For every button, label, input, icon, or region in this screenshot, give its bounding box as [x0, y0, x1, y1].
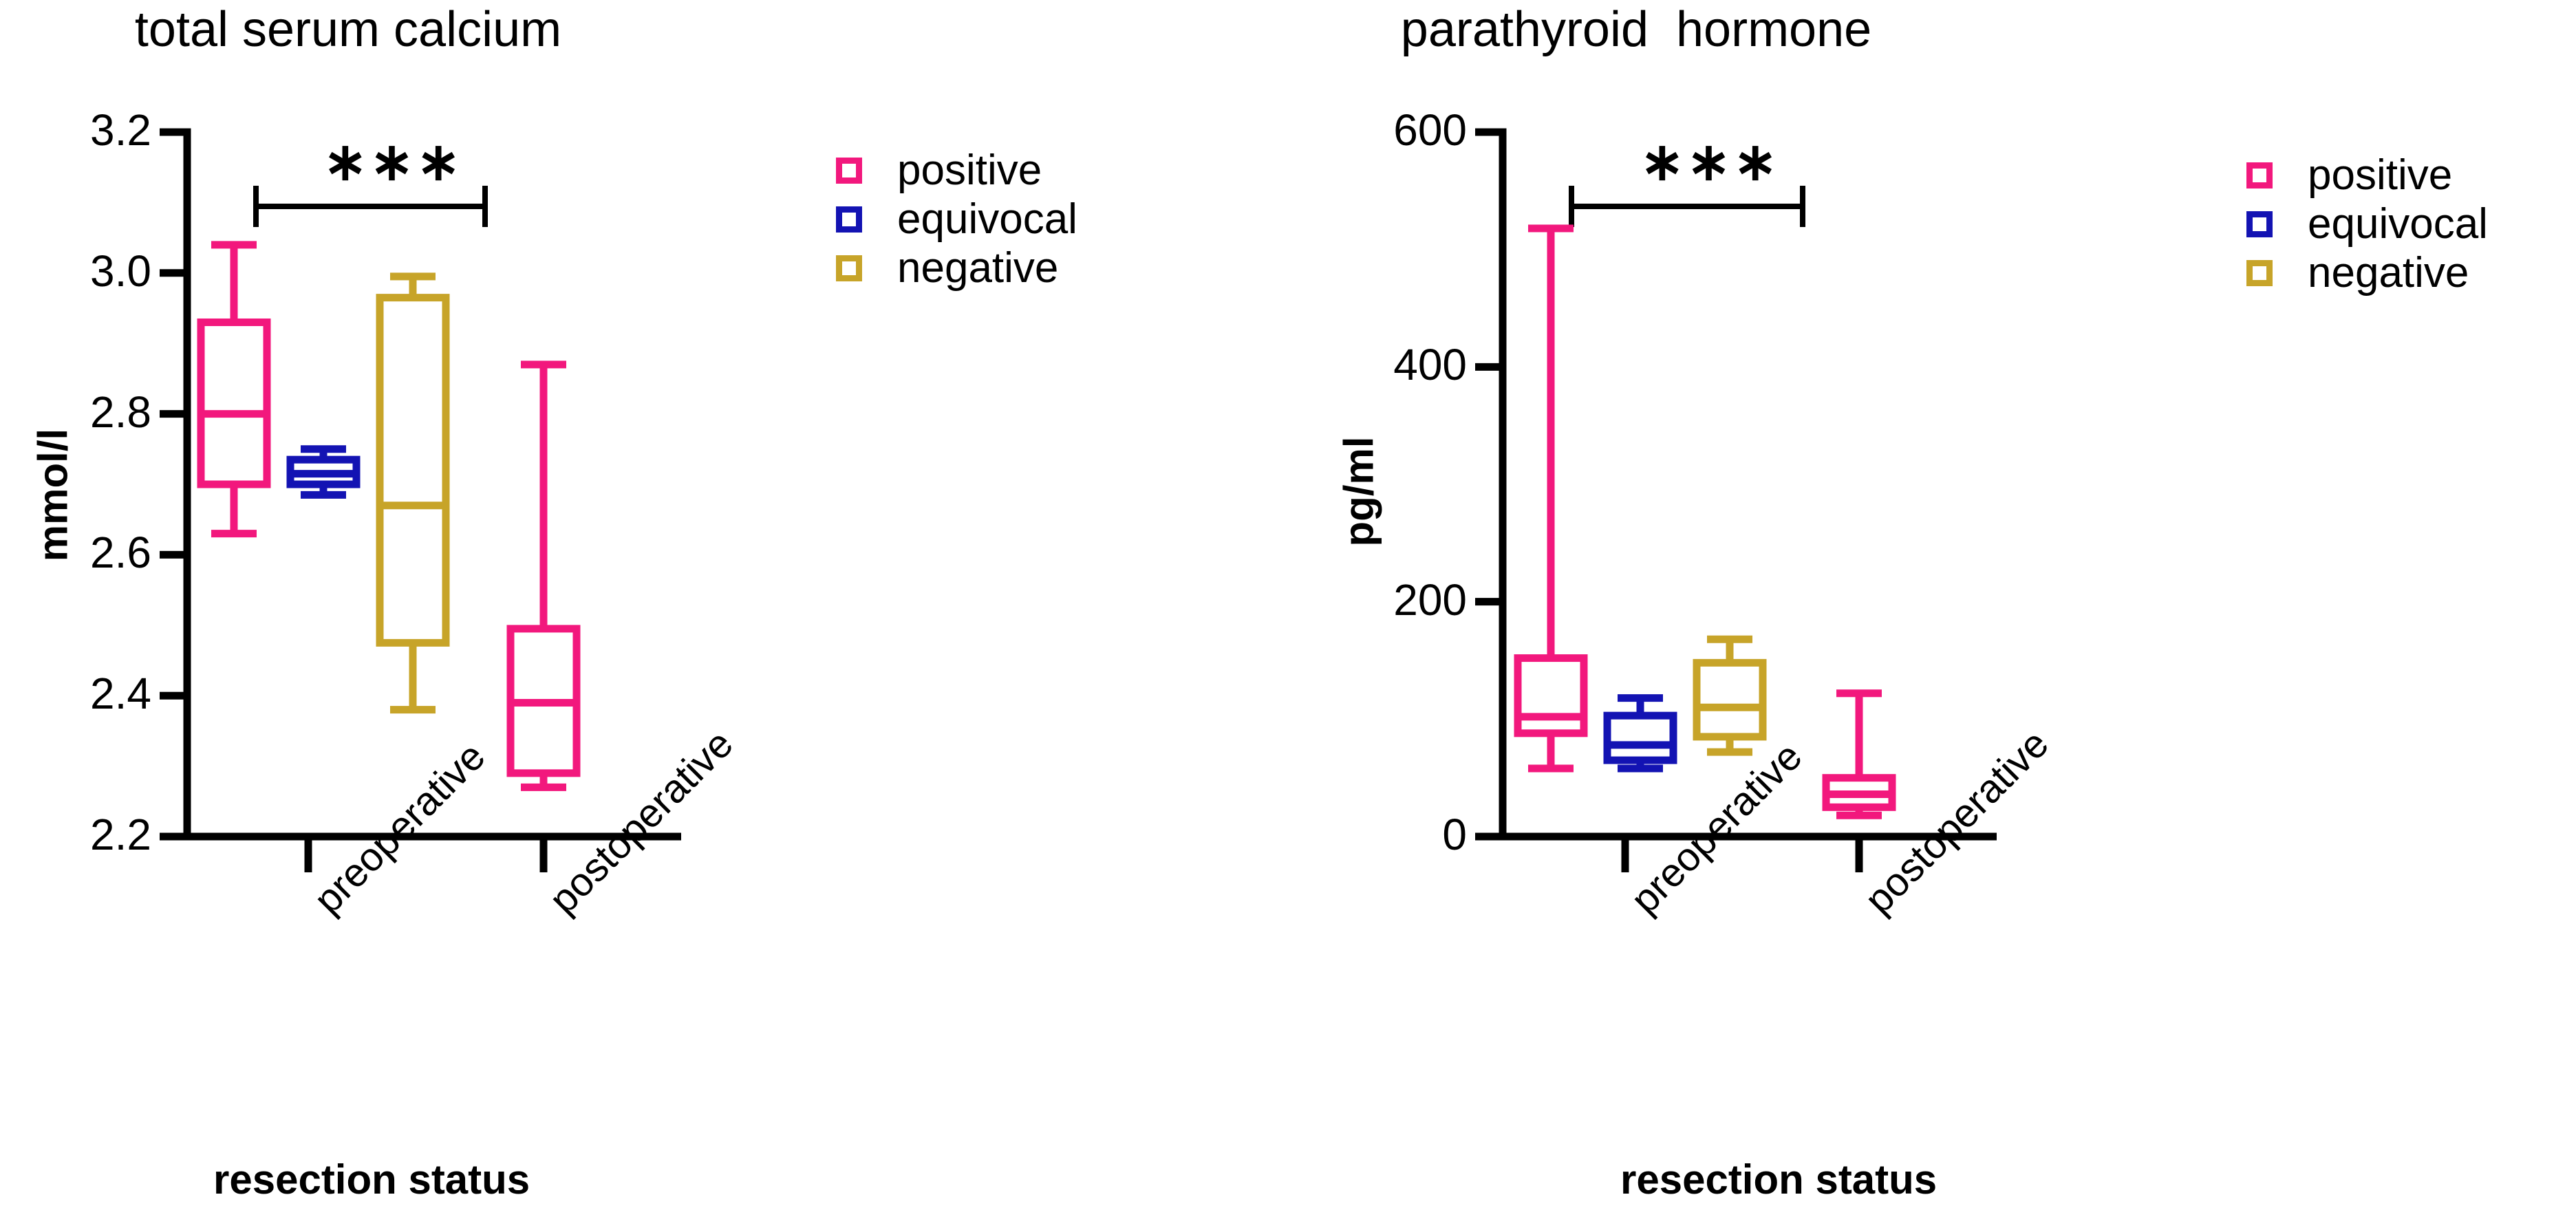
legend-swatch-negative-icon	[2246, 260, 2273, 286]
boxplot-positive-preoperative	[197, 241, 271, 538]
y-tick-label: 400	[1393, 340, 1467, 390]
legend-right: positive equivocal negative	[2246, 153, 2488, 299]
chart-title-right: parathyroid hormone	[1400, 2, 1872, 57]
legend-swatch-equivocal-icon	[836, 206, 862, 233]
boxplot-positive-postoperative	[506, 360, 581, 791]
legend-label-negative: negative	[897, 244, 1059, 292]
y-tick-label: 600	[1393, 105, 1467, 155]
legend-left: positive equivocal negative	[836, 148, 1077, 294]
y-axis-label-right: pg/ml	[1335, 436, 1382, 547]
significance-stars: ∗∗∗	[1640, 133, 1781, 191]
boxplot-negative-preoperative	[376, 272, 450, 714]
legend-swatch-negative-icon	[836, 255, 862, 281]
chart-title-left: total serum calcium	[134, 2, 562, 57]
y-tick-label: 200	[1393, 574, 1467, 625]
legend-item-positive[interactable]: positive	[836, 148, 1077, 193]
legend-item-negative[interactable]: negative	[836, 246, 1077, 291]
legend-label-equivocal: equivocal	[2308, 200, 2488, 248]
legend-item-equivocal[interactable]: equivocal	[2246, 202, 2488, 247]
y-tick-label: 2.8	[90, 387, 151, 437]
legend-label-positive: positive	[2308, 151, 2453, 199]
y-tick-label: 2.6	[90, 528, 151, 578]
boxplot-positive-preoperative	[1514, 224, 1588, 773]
x-axis-label-left: resection status	[213, 1156, 530, 1203]
boxplot-equivocal-preoperative	[286, 445, 361, 499]
y-tick-label: 2.4	[90, 669, 151, 719]
boxplot-equivocal-preoperative	[1603, 694, 1677, 773]
y-tick-label: 3.0	[90, 246, 151, 296]
legend-item-equivocal[interactable]: equivocal	[836, 197, 1077, 242]
legend-swatch-positive-icon	[2246, 162, 2273, 188]
x-axis-label-right: resection status	[1620, 1156, 1938, 1203]
legend-swatch-positive-icon	[836, 158, 862, 184]
y-tick-label: 3.2	[90, 105, 151, 155]
significance-bracket	[253, 186, 488, 227]
panel-parathyroid-hormone: parathyroid hormone	[1288, 0, 2576, 1228]
y-tick-label: 2.2	[90, 810, 151, 859]
plot-area-left	[160, 128, 681, 872]
y-tick-label: 0	[1442, 810, 1467, 859]
panel-total-serum-calcium: total serum calcium mmol/l resection sta…	[30, 2, 1077, 1203]
boxplot-negative-preoperative	[1693, 635, 1767, 756]
significance-stars: ∗∗∗	[323, 133, 464, 191]
legend-swatch-equivocal-icon	[2246, 211, 2273, 237]
plot-area-right	[1475, 128, 1997, 872]
legend-label-negative: negative	[2308, 249, 2469, 297]
boxplot-positive-postoperative	[1822, 689, 1896, 819]
legend-item-negative[interactable]: negative	[2246, 250, 2488, 296]
legend-label-equivocal: equivocal	[897, 195, 1077, 243]
significance-bracket	[1569, 186, 1805, 227]
legend-item-positive[interactable]: positive	[2246, 153, 2488, 198]
legend-label-positive: positive	[897, 147, 1042, 194]
